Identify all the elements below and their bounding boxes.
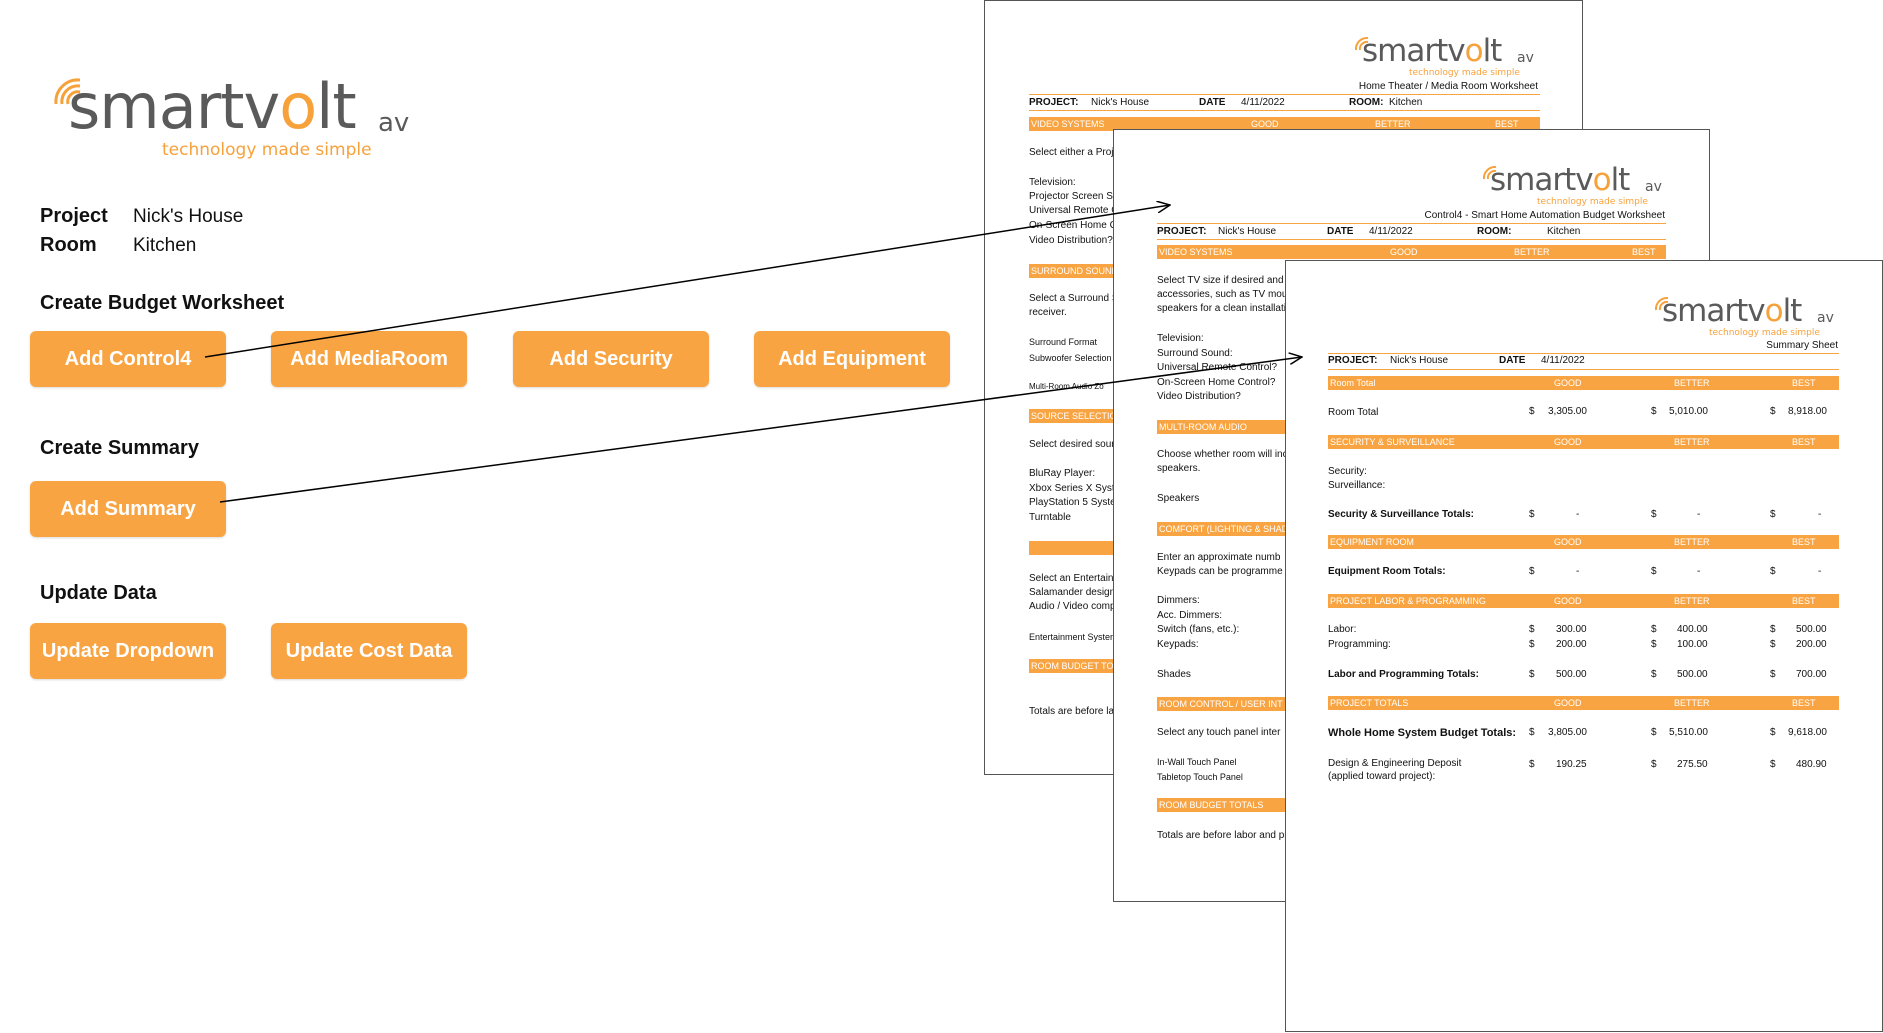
add-summary-button[interactable]: Add Summary [30,481,226,537]
create-budget-title: Create Budget Worksheet [40,292,285,314]
logo-text-suffix: lt [1610,162,1631,198]
logo-text-suffix: lt [316,70,357,143]
logo-power-o: o [1764,293,1784,329]
project-label: Project [40,205,108,227]
logo-power-o: o [279,70,317,143]
project-field-value: Nick's House [1091,97,1150,108]
add-control4-button[interactable]: Add Control4 [30,331,226,387]
security-bar: SECURITY & SURVEILLANCE GOOD BETTER BEST [1328,435,1839,449]
logo-text-suffix: lt [1782,293,1803,329]
update-cost-data-button[interactable]: Update Cost Data [271,623,467,679]
update-dropdown-button[interactable]: Update Dropdown [30,623,226,679]
sheet-logo: smartvolt av technology made simple [1481,164,1681,212]
sheet-title: Home Theater / Media Room Worksheet [1358,81,1538,92]
logo-text-prefix: smartv [1662,293,1766,329]
create-summary-title: Create Summary [40,437,199,459]
signal-waves-icon [1482,165,1497,180]
video-systems-bar: VIDEO SYSTEMS GOOD BETTER BEST [1157,245,1666,259]
logo-text-prefix: smartv [68,70,280,143]
logo-tagline: technology made simple [162,140,372,160]
room-field-value: Kitchen [1389,97,1423,108]
sheet-title: Control4 - Smart Home Automation Budget … [1424,210,1665,221]
room-label: Room [40,234,97,256]
signal-waves-icon [1354,36,1369,51]
smartvolt-logo: smartvolt av technology made simple [50,74,420,164]
labor-programming-bar: PROJECT LABOR & PROGRAMMING GOOD BETTER … [1328,594,1839,608]
room-field-label: ROOM: [1349,97,1384,108]
logo-tagline: technology made simple [1537,197,1648,207]
logo-text-prefix: smartv [1490,162,1594,198]
logo-power-o: o [1592,162,1612,198]
date-field-label: DATE [1199,97,1226,108]
logo-tagline: technology made simple [1409,68,1520,78]
sheet-title: Summary Sheet [1766,340,1838,351]
equipment-room-bar: EQUIPMENT ROOM GOOD BETTER BEST [1328,535,1839,549]
project-field-label: PROJECT: [1029,97,1079,108]
summary-sheet: smartvolt av technology made simple Summ… [1285,260,1883,1032]
date-field-value: 4/11/2022 [1241,97,1285,108]
logo-text-prefix: smartv [1362,33,1466,69]
sheet-logo: smartvolt av technology made simple [1653,295,1853,343]
add-equipment-button[interactable]: Add Equipment [754,331,950,387]
logo-av: av [378,108,410,138]
signal-waves-icon [1654,296,1669,311]
add-security-button[interactable]: Add Security [513,331,709,387]
project-value: Nick's House [133,206,244,227]
logo-power-o: o [1464,33,1484,69]
logo-text-suffix: lt [1482,33,1503,69]
project-totals-bar: PROJECT TOTALS GOOD BETTER BEST [1328,696,1839,710]
logo-tagline: technology made simple [1709,328,1820,338]
video-systems-bar: VIDEO SYSTEMS GOOD BETTER BEST [1029,117,1540,131]
update-data-title: Update Data [40,582,157,604]
sheet-logo: smartvolt av technology made simple [1353,35,1553,83]
logo-av: av [1645,179,1662,195]
room-value: Kitchen [133,235,197,256]
room-total-bar: Room Total GOOD BETTER BEST [1328,376,1839,390]
logo-av: av [1817,310,1834,326]
add-mediaroom-button[interactable]: Add MediaRoom [271,331,467,387]
signal-waves-icon [54,78,81,105]
logo-av: av [1517,50,1534,66]
